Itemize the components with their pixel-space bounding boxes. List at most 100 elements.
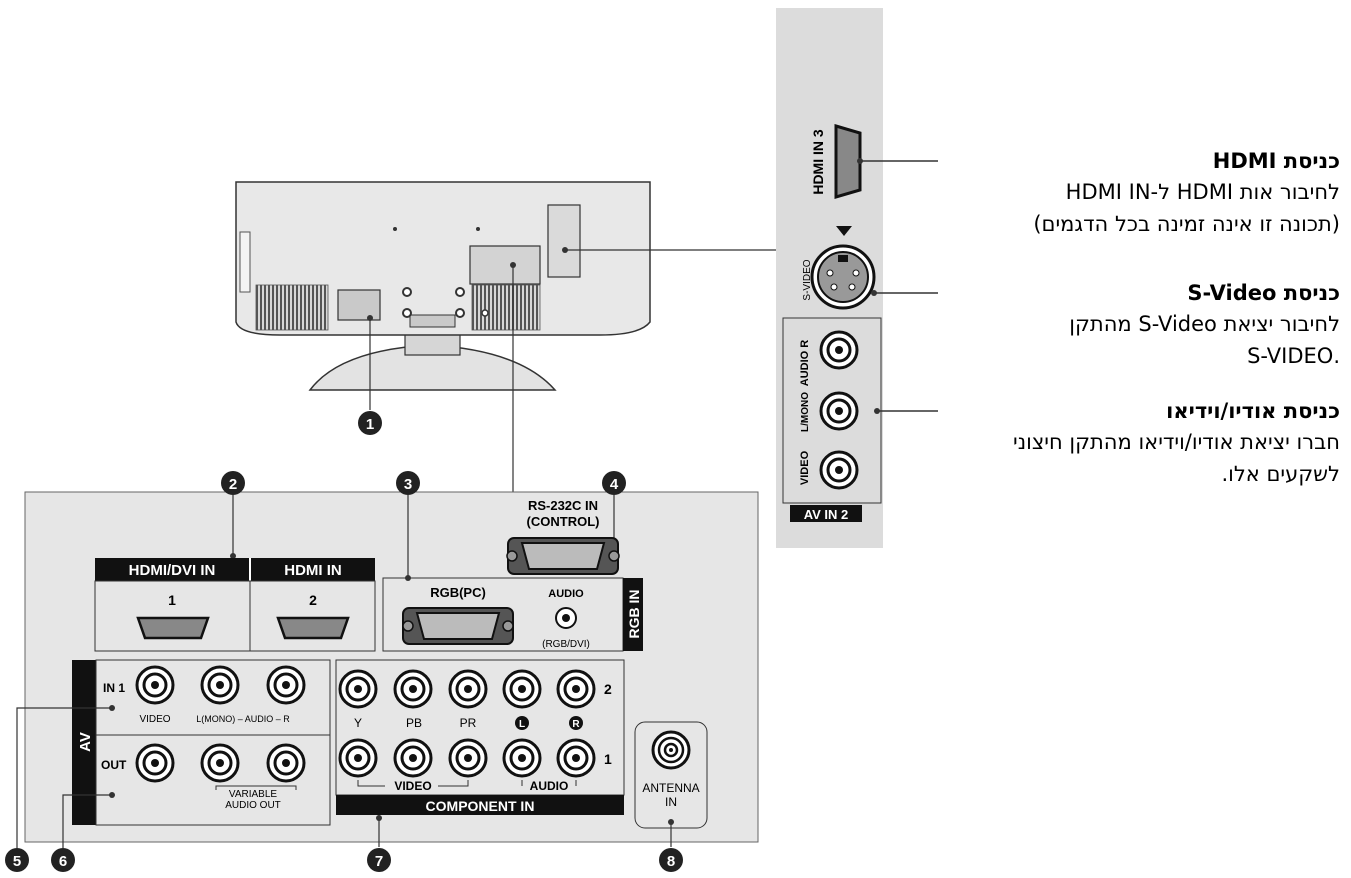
av-in1-audio-l-jack[interactable] <box>200 665 240 705</box>
triangle-marker-icon <box>836 226 852 236</box>
side-panel: HDMI IN 3 S-VIDEO AUDIO R L/MONO VIDEO A… <box>776 8 938 548</box>
side-hdmi-in-3-label: HDMI IN 3 <box>810 129 826 195</box>
component-pr-label: PR <box>460 716 477 730</box>
component-video-label: VIDEO <box>394 779 431 793</box>
rgb-audio-label: AUDIO <box>548 588 584 600</box>
av-in1-audio-label: L(MONO) – AUDIO – R <box>196 714 290 724</box>
component-audio-label: AUDIO <box>530 779 569 793</box>
svideo-description-line2: .S-VIDEO <box>1247 344 1340 368</box>
component-row-1-number: 1 <box>604 751 612 767</box>
component1-audio-l-jack[interactable] <box>502 738 542 778</box>
av-description-line1: חברו יציאת אודיו/וידיאו מהתקן חיצוני <box>1013 430 1340 454</box>
av-in1-video-label: VIDEO <box>139 714 170 725</box>
component1-y-jack[interactable] <box>338 738 378 778</box>
callout-5-number: 5 <box>13 853 21 870</box>
av-description-title: כניסת אודיו/וידיאו <box>1166 399 1340 423</box>
component2-pr-jack[interactable] <box>448 669 488 709</box>
component-r-label: R <box>572 719 580 730</box>
svideo-description-title: כניסת S-Video <box>1187 281 1340 305</box>
av-description: כניסת אודיו/וידיאו חברו יציאת אודיו/וידי… <box>940 396 1340 490</box>
variable-audio-label-2: AUDIO OUT <box>225 800 281 811</box>
antenna-in-jack[interactable] <box>651 730 691 770</box>
side-video-label: VIDEO <box>799 450 811 485</box>
component1-audio-r-jack[interactable] <box>556 738 596 778</box>
component-pb-label: PB <box>406 716 422 730</box>
variable-audio-label-1: VARIABLE <box>229 789 277 800</box>
hdmi-port-1-number: 1 <box>168 592 176 608</box>
rgb-pc-label: RGB(PC) <box>430 585 486 600</box>
component2-y-jack[interactable] <box>338 669 378 709</box>
antenna-label-2: IN <box>665 795 677 809</box>
callout-5: 5 <box>5 848 29 872</box>
side-audio-r-jack[interactable] <box>819 330 859 370</box>
antenna-label-1: ANTENNA <box>642 781 699 795</box>
hdmi-description: כניסת HDMI לחיבור אות HDMI ל-HDMI IN (תכ… <box>940 146 1340 240</box>
callout-4: 4 <box>602 471 626 495</box>
av-description-line2: לשקעים אלו. <box>1221 462 1340 486</box>
callout-3: 3 <box>396 471 420 495</box>
component-l-label: L <box>519 719 525 730</box>
callout-7-number: 7 <box>375 853 383 870</box>
callout-8-number: 8 <box>667 853 675 870</box>
rear-panel: 2 3 4 HDMI/DVI IN HDMI IN 1 2 RS-232C IN… <box>16 471 759 848</box>
component-in-bar <box>336 795 624 815</box>
av-out-audio-l-jack[interactable] <box>200 743 240 783</box>
rgb-audio-jack[interactable] <box>555 607 577 629</box>
component-y-label: Y <box>354 716 362 730</box>
component1-pb-jack[interactable] <box>393 738 433 778</box>
av-in1-video-jack[interactable] <box>135 665 175 705</box>
side-audio-r-label: AUDIO R <box>799 340 811 387</box>
component2-audio-r-jack[interactable] <box>556 669 596 709</box>
rgb-in-label: RGB IN <box>626 590 642 639</box>
callout-6: 6 <box>51 848 75 872</box>
hdmi-description-line2: (תכונה זו אינה זמינה בכל הדגמים) <box>1033 212 1340 236</box>
hdmi-description-line1: לחיבור אות HDMI ל-HDMI IN <box>1065 180 1340 204</box>
av-out-label: OUT <box>101 758 127 772</box>
hdmi-dvi-in-label: HDMI/DVI IN <box>129 562 216 579</box>
av-out-video-jack[interactable] <box>135 743 175 783</box>
callout-2: 2 <box>221 471 245 495</box>
hdmi-port-1[interactable] <box>136 616 210 640</box>
component2-pb-jack[interactable] <box>393 669 433 709</box>
side-audio-l-label: L/MONO <box>800 392 811 432</box>
side-audio-l-jack[interactable] <box>819 391 859 431</box>
svideo-description: כניסת S-Video לחיבור יציאת S-Video מהתקן… <box>940 278 1340 372</box>
component2-audio-l-jack[interactable] <box>502 669 542 709</box>
av-in-2-bar <box>790 505 862 522</box>
av-out-audio-r-jack[interactable] <box>266 743 306 783</box>
hdmi-port-2[interactable] <box>276 616 350 640</box>
av-in1-audio-r-jack[interactable] <box>266 665 306 705</box>
av-bar <box>72 660 96 825</box>
tv-back-illustration <box>235 181 776 492</box>
av-label: AV <box>77 732 94 752</box>
hdmi-in-label: HDMI IN <box>284 562 342 579</box>
callout-3-number: 3 <box>404 476 412 493</box>
hdmi-port-2-number: 2 <box>309 592 317 608</box>
callout-2-number: 2 <box>229 476 237 493</box>
rgb-dvi-label: (RGB/DVI) <box>542 639 590 650</box>
av-in1-label: IN 1 <box>103 681 125 695</box>
component-in-label: COMPONENT IN <box>426 798 535 814</box>
callout-4-number: 4 <box>610 476 619 493</box>
callout-8: 8 <box>659 848 683 872</box>
svideo-description-line1: לחיבור יציאת S-Video מהתקן <box>1069 312 1340 336</box>
component1-pr-jack[interactable] <box>448 738 488 778</box>
rs232-label-line1: RS-232C IN <box>528 498 598 513</box>
side-s-video-port[interactable] <box>810 244 876 310</box>
component-row-2-number: 2 <box>604 681 612 697</box>
rs232-label-line2: (CONTROL) <box>527 514 600 529</box>
hdmi-description-title: כניסת HDMI <box>1212 149 1340 173</box>
callout-6-number: 6 <box>59 853 67 870</box>
hdmi-header-bar <box>95 558 375 581</box>
side-s-video-label: S-VIDEO <box>802 259 813 300</box>
side-av-in-2-label: AV IN 2 <box>804 507 849 522</box>
callout-7: 7 <box>367 848 391 872</box>
callout-1: 1 <box>358 411 382 435</box>
callout-1-number: 1 <box>366 416 374 433</box>
rgb-pc-port[interactable] <box>402 607 514 645</box>
rs232-port[interactable] <box>506 537 620 575</box>
rgb-in-bar <box>623 578 643 651</box>
side-video-jack[interactable] <box>819 450 859 490</box>
side-hdmi-port[interactable] <box>834 124 862 199</box>
